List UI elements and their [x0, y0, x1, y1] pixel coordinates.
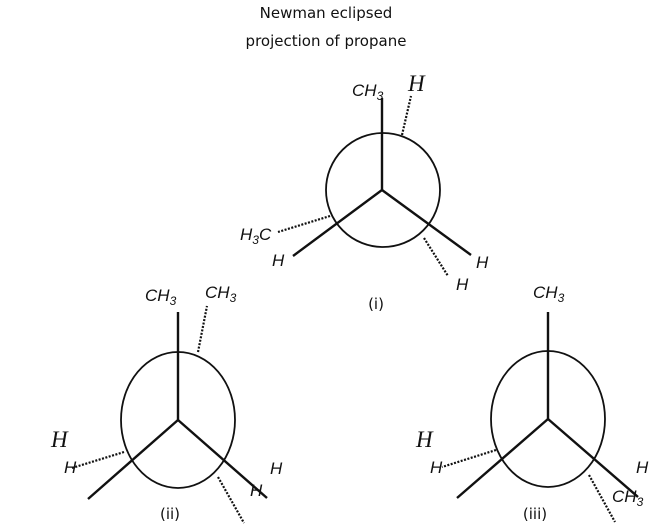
label-back-left: H3C	[240, 225, 272, 247]
front-bond-right	[547, 418, 639, 498]
caption-ii: (ii)	[160, 505, 180, 523]
caption-i: (i)	[368, 295, 384, 313]
back-bond-left	[277, 214, 331, 234]
front-bond-left	[87, 419, 179, 500]
back-bond-right	[217, 476, 245, 524]
title-line-1: Newman eclipsed	[260, 4, 393, 22]
label-front-top: CH3	[352, 81, 384, 103]
back-bond-left	[71, 450, 125, 470]
label-front-left: H	[430, 458, 443, 477]
back-bond-top	[196, 305, 209, 353]
title-line-2: projection of propane	[246, 32, 407, 50]
newman-diagram-i: CH3 H H3C H H H (i)	[240, 71, 489, 313]
caption-iii: (iii)	[523, 505, 547, 523]
label-front-left: H	[64, 458, 77, 477]
label-back-top: H	[407, 71, 426, 96]
front-bond-right	[381, 189, 472, 256]
label-back-right: H	[250, 481, 263, 500]
label-back-right: H	[456, 275, 469, 294]
label-front-right: H	[476, 253, 489, 272]
label-back-left: H	[50, 427, 69, 452]
label-front-left: H	[272, 251, 285, 270]
label-back-top: CH3	[205, 283, 237, 305]
back-bond-right	[588, 474, 616, 523]
back-bond-right	[423, 237, 449, 277]
back-bond-left	[441, 448, 497, 469]
newman-diagram-ii: CH3 CH3 H H H H (ii)	[50, 283, 283, 524]
front-bond-right	[177, 419, 268, 499]
front-bond-left	[456, 418, 549, 499]
label-back-left: H	[415, 427, 434, 452]
label-front-top: CH3	[533, 283, 565, 305]
label-front-right: H	[270, 459, 283, 478]
label-front-top: CH3	[145, 286, 177, 308]
label-back-right: CH3	[612, 487, 644, 509]
newman-diagram-iii: CH3 H H H CH3 (iii)	[415, 283, 649, 523]
back-bond-top	[400, 95, 413, 136]
label-front-right: H	[636, 458, 649, 477]
front-bond-left	[292, 189, 383, 257]
